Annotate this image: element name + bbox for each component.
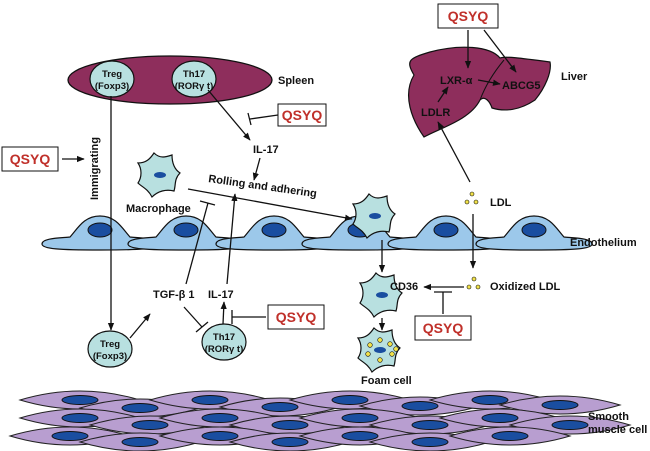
- pathway-arrows: [62, 29, 517, 339]
- cd36-label: CD36: [390, 281, 418, 293]
- ldl-particles: [464, 191, 479, 205]
- smooth-muscle-layer: [9, 390, 631, 451]
- th17-tissue-marker: (RORγ t): [205, 344, 244, 355]
- il17-label: IL-17: [253, 144, 279, 156]
- qsyq-box-spleen: QSYQ: [277, 103, 327, 127]
- smooth-muscle-label-line2: muscle cell: [588, 424, 647, 436]
- macrophage-tissue: [359, 272, 403, 318]
- treg-spleen-label: Treg: [102, 69, 122, 80]
- treg-tissue-label: Treg: [100, 339, 120, 350]
- th17-cell-spleen: Th17 (RORγ t): [171, 60, 217, 98]
- treg-cell-spleen: Treg (Foxp3): [89, 60, 135, 98]
- endothelium-layer: [41, 215, 593, 251]
- th17-spleen-label: Th17: [183, 69, 205, 80]
- il17-tissue-label: IL-17: [208, 289, 234, 301]
- treg-spleen-marker: (Foxp3): [95, 81, 129, 92]
- qsyq-box-liver: QSYQ: [437, 3, 499, 29]
- macrophage-label: Macrophage: [126, 203, 191, 215]
- lxr-alpha-label: LXR-α: [440, 75, 473, 87]
- qsyq-box-cd36: QSYQ: [414, 315, 472, 341]
- foam-cell-label: Foam cell: [361, 375, 412, 387]
- qsyq-label: QSYQ: [282, 107, 323, 123]
- abcg5-label: ABCG5: [502, 80, 541, 92]
- smooth-muscle-label-line1: Smooth: [588, 411, 629, 423]
- oxidized-ldl-label: Oxidized LDL: [490, 281, 561, 293]
- th17-spleen-marker: (RORγ t): [175, 81, 214, 92]
- treg-tissue-marker: (Foxp3): [93, 351, 127, 362]
- qsyq-label: QSYQ: [448, 8, 489, 24]
- ldl-label: LDL: [490, 197, 512, 209]
- qsyq-label: QSYQ: [276, 309, 317, 325]
- th17-cell-tissue: Th17 (RORγ t): [201, 323, 247, 361]
- qsyq-box-th17: QSYQ: [267, 304, 325, 330]
- liver: [407, 46, 551, 138]
- endothelium-label: Endothelium: [570, 237, 637, 249]
- treg-cell-tissue: Treg (Foxp3): [87, 330, 133, 368]
- qsyq-box-immigrating: QSYQ: [1, 146, 59, 172]
- tgf-beta1-label: TGF-β 1: [153, 289, 195, 301]
- oxidized-ldl-particles: [466, 276, 481, 290]
- qsyq-label: QSYQ: [10, 151, 51, 167]
- th17-tissue-label: Th17: [213, 332, 235, 343]
- immigrating-label: Immigrating: [89, 137, 101, 200]
- qsyq-label: QSYQ: [423, 320, 464, 336]
- liver-label: Liver: [561, 71, 588, 83]
- foam-cell: [357, 327, 401, 373]
- macrophage-free: [137, 152, 181, 198]
- spleen-label: Spleen: [278, 75, 314, 87]
- ldlr-label: LDLR: [421, 107, 450, 119]
